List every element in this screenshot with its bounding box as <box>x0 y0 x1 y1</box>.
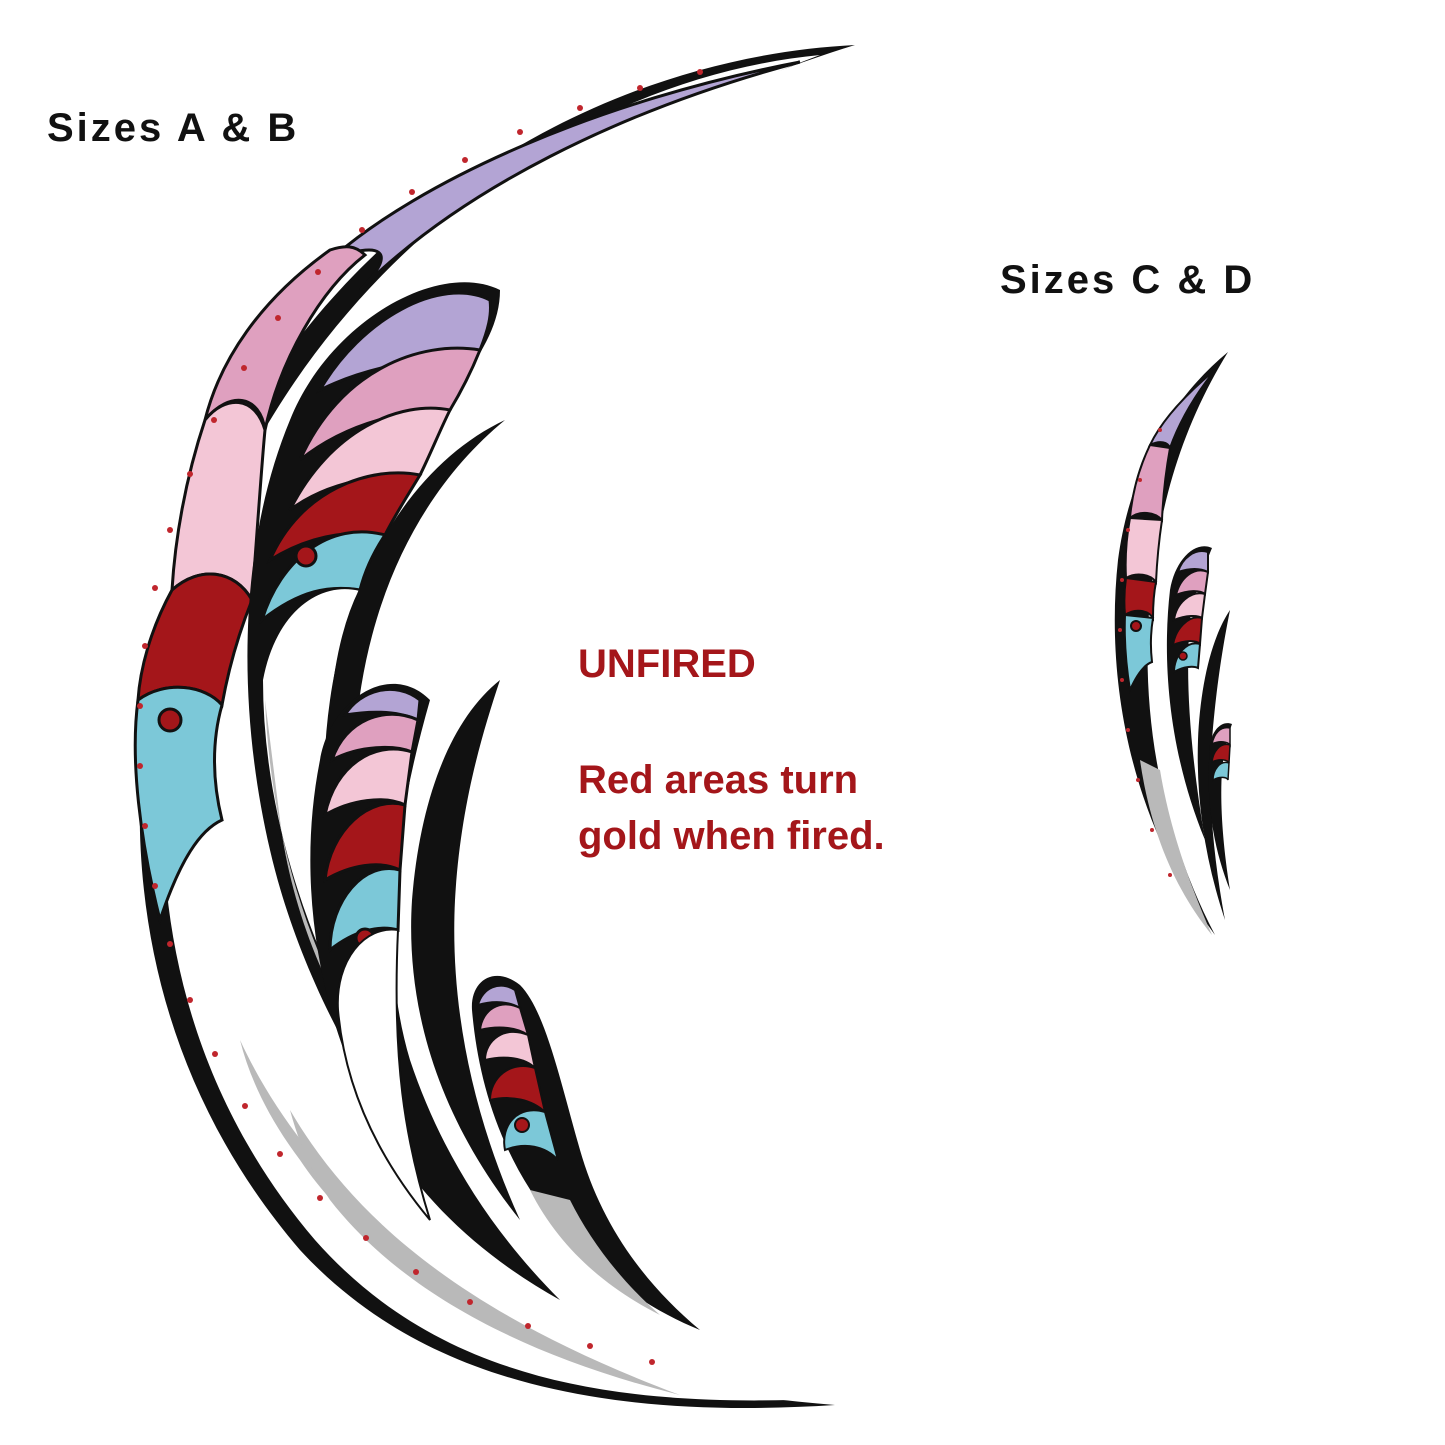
large-eye-dot <box>157 707 183 733</box>
large-thin-stroke-2 <box>411 680 520 1220</box>
small-dot-border <box>1118 428 1172 877</box>
large-feather-4 <box>471 975 700 1330</box>
small-crescent-design <box>1114 352 1232 935</box>
small-lavender-band <box>1147 369 1216 452</box>
sizes-ab-label: Sizes A & B <box>47 106 300 150</box>
large-cyan-band <box>133 685 224 926</box>
small-feather-3 <box>1208 723 1232 890</box>
large-feather-3 <box>310 683 560 1300</box>
large-crescent-design <box>133 45 855 1408</box>
small-red-band <box>1123 576 1158 622</box>
sizes-cd-label: Sizes C & D <box>1000 258 1256 302</box>
large-lightpink-band <box>170 401 267 606</box>
small-feather-2 <box>1166 546 1212 840</box>
large-red-band <box>136 572 254 709</box>
large-crescent-outline <box>139 45 855 1408</box>
small-lightpink-band <box>1124 516 1164 585</box>
firing-note: Red areas turn gold when fired. <box>578 752 885 864</box>
small-cyan-band <box>1123 613 1155 694</box>
large-lavender-band <box>329 60 801 292</box>
small-thin-stroke <box>1197 610 1230 920</box>
small-eye-dot <box>1130 620 1142 632</box>
small-pink-band <box>1128 443 1172 523</box>
small-gray-streak <box>1140 760 1212 935</box>
large-dot-border <box>137 69 703 1365</box>
firing-note-line-1: Red areas turn <box>578 758 859 802</box>
firing-note-line-2: gold when fired. <box>578 814 885 858</box>
unfired-status-label: UNFIRED <box>578 642 756 686</box>
